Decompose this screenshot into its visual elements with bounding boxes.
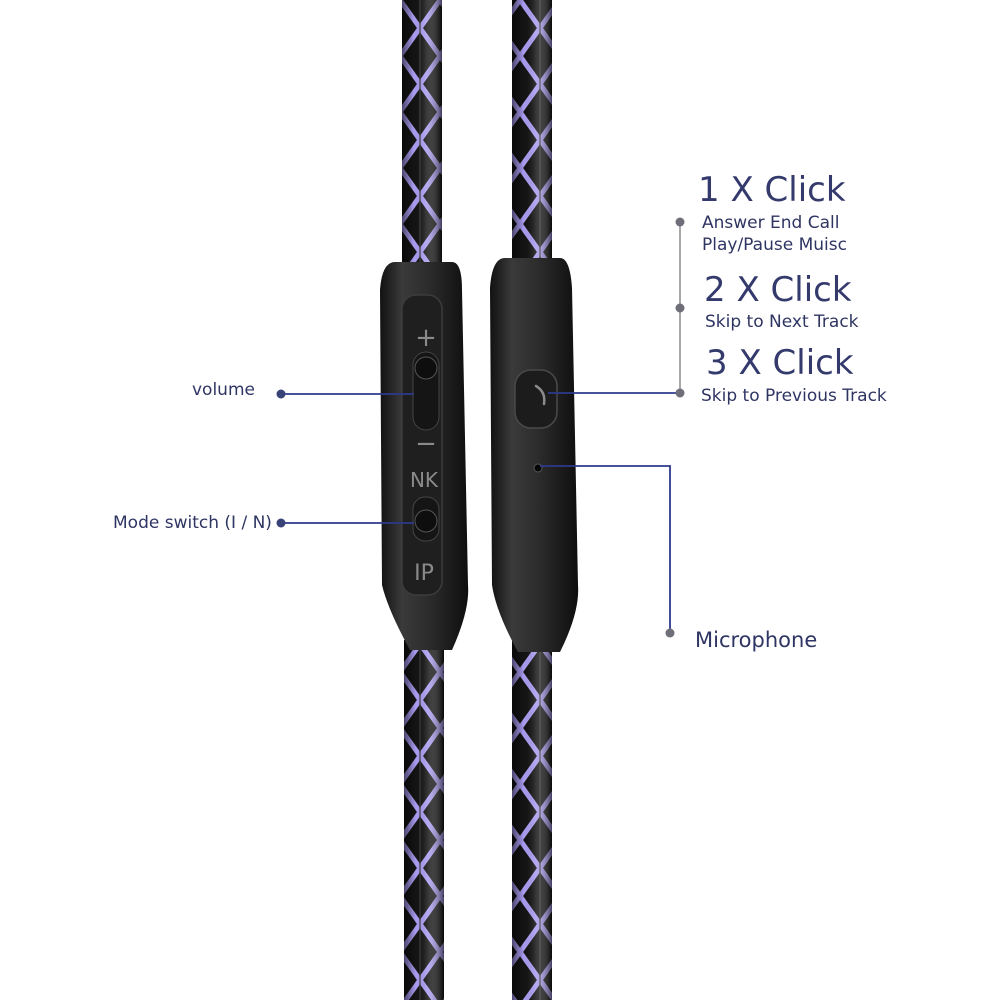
leader-lines: [281, 392, 680, 633]
volume-knob[interactable]: [414, 356, 438, 380]
click1-line2: Play/Pause Muisc: [702, 235, 847, 255]
microphone-label: Microphone: [695, 628, 818, 652]
click1-title: 1 X Click: [698, 170, 846, 210]
volume-remote: + − NK IP: [380, 262, 469, 650]
leader-dots: [276, 217, 685, 638]
call-remote: [490, 258, 579, 652]
left-cable: [402, 0, 444, 1000]
click1-line1: Answer End Call: [702, 213, 840, 233]
click3-line1: Skip to Previous Track: [701, 386, 887, 406]
right-cable: [512, 0, 552, 1000]
volume-label: volume: [192, 380, 255, 400]
volume-plus-mark: +: [415, 323, 437, 353]
phone-icon: [534, 384, 546, 406]
click3-title: 3 X Click: [706, 343, 854, 383]
mode-switch-knob[interactable]: [414, 509, 438, 533]
mode-ip-mark: IP: [414, 561, 434, 586]
mode-switch-label: Mode switch (I / N): [113, 513, 272, 533]
multifunction-button[interactable]: [514, 369, 558, 429]
volume-minus-mark: −: [415, 429, 437, 459]
click2-title: 2 X Click: [704, 270, 852, 310]
click2-line1: Skip to Next Track: [705, 312, 859, 332]
mode-nk-mark: NK: [410, 468, 439, 492]
